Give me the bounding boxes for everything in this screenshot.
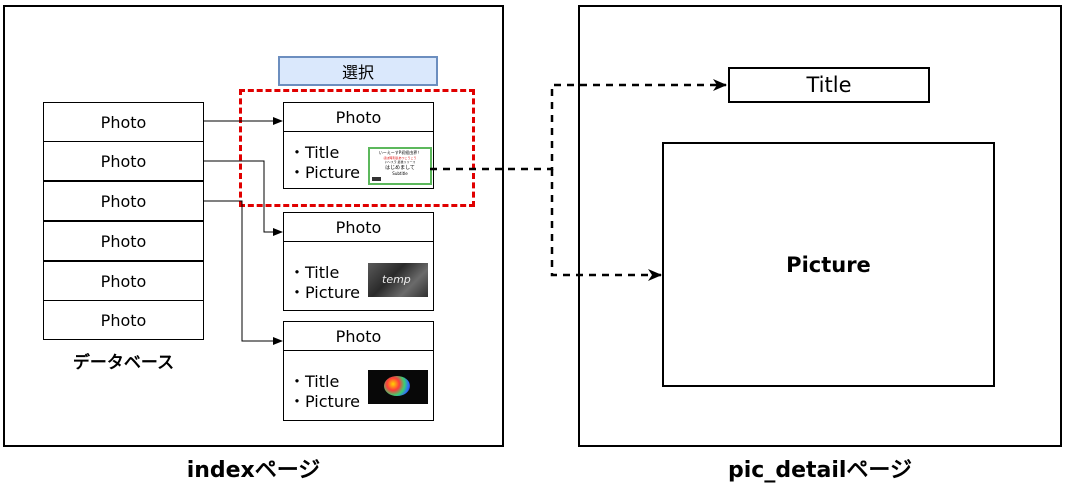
database-row: Photo xyxy=(43,261,204,301)
database-label: データベース xyxy=(72,353,175,373)
colorful-shape xyxy=(384,376,410,396)
index-page-label: indexページ xyxy=(186,458,321,483)
database-row: Photo xyxy=(43,221,204,261)
thumb-text-line: いーえーすP初経由界！ xyxy=(378,150,422,155)
detail-page-label: pic_detailページ xyxy=(727,458,912,483)
card-picture-line: ・Picture xyxy=(289,392,361,411)
photo-card-3[interactable]: Photo ・Title ・Picture xyxy=(283,321,434,421)
colorful-thumbnail xyxy=(368,370,428,404)
temp-text: temp xyxy=(382,273,411,286)
thumb-text-line: はじめまして xyxy=(385,165,415,171)
photo-card-1[interactable]: Photo ・Title ・Picture いーえーすP初経由界！ ほぼ時刻表あ… xyxy=(283,102,434,189)
database-row: Photo xyxy=(43,141,204,181)
card-picture-line: ・Picture xyxy=(289,283,361,302)
card-picture-line: ・Picture xyxy=(289,163,361,182)
temp-thumbnail: temp xyxy=(368,263,428,297)
detail-title-box: Title xyxy=(728,67,930,103)
select-button[interactable]: 選択 xyxy=(278,56,438,86)
card-header: Photo xyxy=(284,322,433,351)
database-row: Photo xyxy=(43,300,204,340)
thumb-text-line: Subtitle xyxy=(392,171,408,176)
database-row: Photo xyxy=(43,102,204,142)
card-title-line: ・Title xyxy=(289,143,340,162)
card-title-line: ・Title xyxy=(289,263,340,282)
thumb-dark-tag xyxy=(372,177,381,181)
card-header: Photo xyxy=(284,213,433,242)
thumb-text-line: い〜スラ 最後リリース xyxy=(384,160,416,164)
selection-highlight xyxy=(239,89,475,207)
detail-picture-box: Picture xyxy=(662,142,995,387)
database-row: Photo xyxy=(43,181,204,221)
photo-card-2[interactable]: Photo ・Title ・Picture temp xyxy=(283,212,434,311)
card-header: Photo xyxy=(284,103,433,132)
thumb-text-line: ほぼ時刻表あつこうこう xyxy=(383,156,417,160)
card-title-line: ・Title xyxy=(289,372,340,391)
